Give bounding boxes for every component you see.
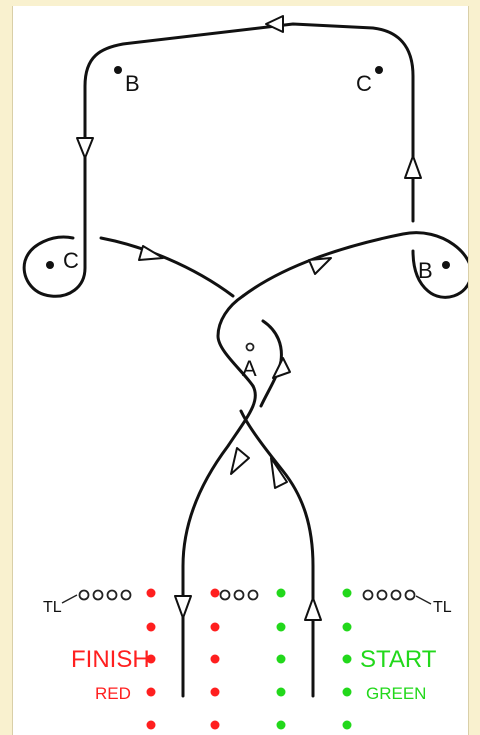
red-cone bbox=[146, 654, 156, 664]
timing-line-right-label: TL bbox=[433, 599, 452, 616]
tl-cone bbox=[106, 589, 118, 601]
tl-cone bbox=[247, 589, 259, 601]
start-label: START bbox=[360, 646, 437, 673]
arrow-start-up bbox=[304, 597, 322, 621]
tl-cone bbox=[219, 589, 231, 601]
green-cone bbox=[276, 588, 286, 598]
route-finish-lane bbox=[181, 384, 257, 698]
tl-cone bbox=[362, 589, 374, 601]
timing-line-left-label: TL bbox=[43, 599, 62, 616]
red-cone bbox=[210, 654, 220, 664]
route-center-loop bbox=[259, 319, 283, 408]
route-right-side bbox=[83, 22, 415, 228]
start-sub-label: GREEN bbox=[366, 684, 426, 703]
arrow-left-down bbox=[76, 137, 94, 159]
red-cone bbox=[146, 687, 156, 697]
marker-b-right-label: B bbox=[418, 258, 433, 283]
route-start-lane bbox=[239, 409, 315, 698]
marker-b-right-dot bbox=[442, 261, 450, 269]
green-cone bbox=[276, 720, 286, 730]
green-cone bbox=[342, 720, 352, 730]
arrow-center-loop bbox=[272, 357, 291, 379]
green-cone bbox=[276, 687, 286, 697]
route-left-loop bbox=[22, 224, 87, 298]
green-cone bbox=[342, 654, 352, 664]
timing-line-left-leader bbox=[61, 594, 78, 604]
course-diagram-panel: B C C B A TL TL FIN bbox=[12, 6, 469, 735]
red-cone bbox=[146, 720, 156, 730]
tl-cone bbox=[78, 589, 90, 601]
tl-cone bbox=[120, 589, 132, 601]
red-cone bbox=[146, 588, 156, 598]
red-cone bbox=[210, 687, 220, 697]
arrow-to-right-loop bbox=[308, 257, 332, 275]
arrow-start-upper bbox=[270, 457, 288, 489]
route-right-upper bbox=[241, 231, 468, 299]
tl-cone bbox=[376, 589, 388, 601]
tl-cone bbox=[233, 589, 245, 601]
arrow-top bbox=[265, 15, 284, 33]
green-cone bbox=[276, 622, 286, 632]
green-cone bbox=[342, 687, 352, 697]
course-diagram: B C C B A TL TL FIN bbox=[22, 15, 468, 730]
route-crossing-left bbox=[216, 294, 255, 388]
finish-label: FINISH bbox=[71, 646, 150, 673]
arrow-left-to-center bbox=[138, 245, 164, 261]
red-cone bbox=[210, 622, 220, 632]
green-cone bbox=[276, 654, 286, 664]
start-lane-cones bbox=[276, 588, 352, 730]
red-cone bbox=[210, 588, 220, 598]
green-cone bbox=[342, 588, 352, 598]
marker-a-dot bbox=[245, 342, 255, 352]
timing-line-right-leader bbox=[415, 595, 432, 605]
marker-a-label: A bbox=[242, 356, 257, 381]
green-cone bbox=[342, 622, 352, 632]
red-cone bbox=[210, 720, 220, 730]
marker-c-left-label: C bbox=[63, 248, 79, 273]
tl-cone bbox=[92, 589, 104, 601]
finish-sub-label: RED bbox=[95, 684, 131, 703]
marker-b-top-label: B bbox=[125, 71, 140, 96]
red-cone bbox=[146, 622, 156, 632]
arrow-right-up bbox=[404, 155, 422, 179]
arrow-finish-upper bbox=[230, 447, 250, 475]
tl-cone bbox=[404, 589, 416, 601]
tl-cone bbox=[390, 589, 402, 601]
marker-c-left-dot bbox=[46, 261, 54, 269]
route-left-to-center bbox=[99, 236, 235, 298]
marker-c-top-dot bbox=[375, 66, 383, 74]
marker-c-top-label: C bbox=[356, 71, 372, 96]
marker-b-top-dot bbox=[114, 66, 122, 74]
arrow-finish-down bbox=[174, 595, 192, 619]
finish-lane-cones bbox=[146, 588, 220, 730]
